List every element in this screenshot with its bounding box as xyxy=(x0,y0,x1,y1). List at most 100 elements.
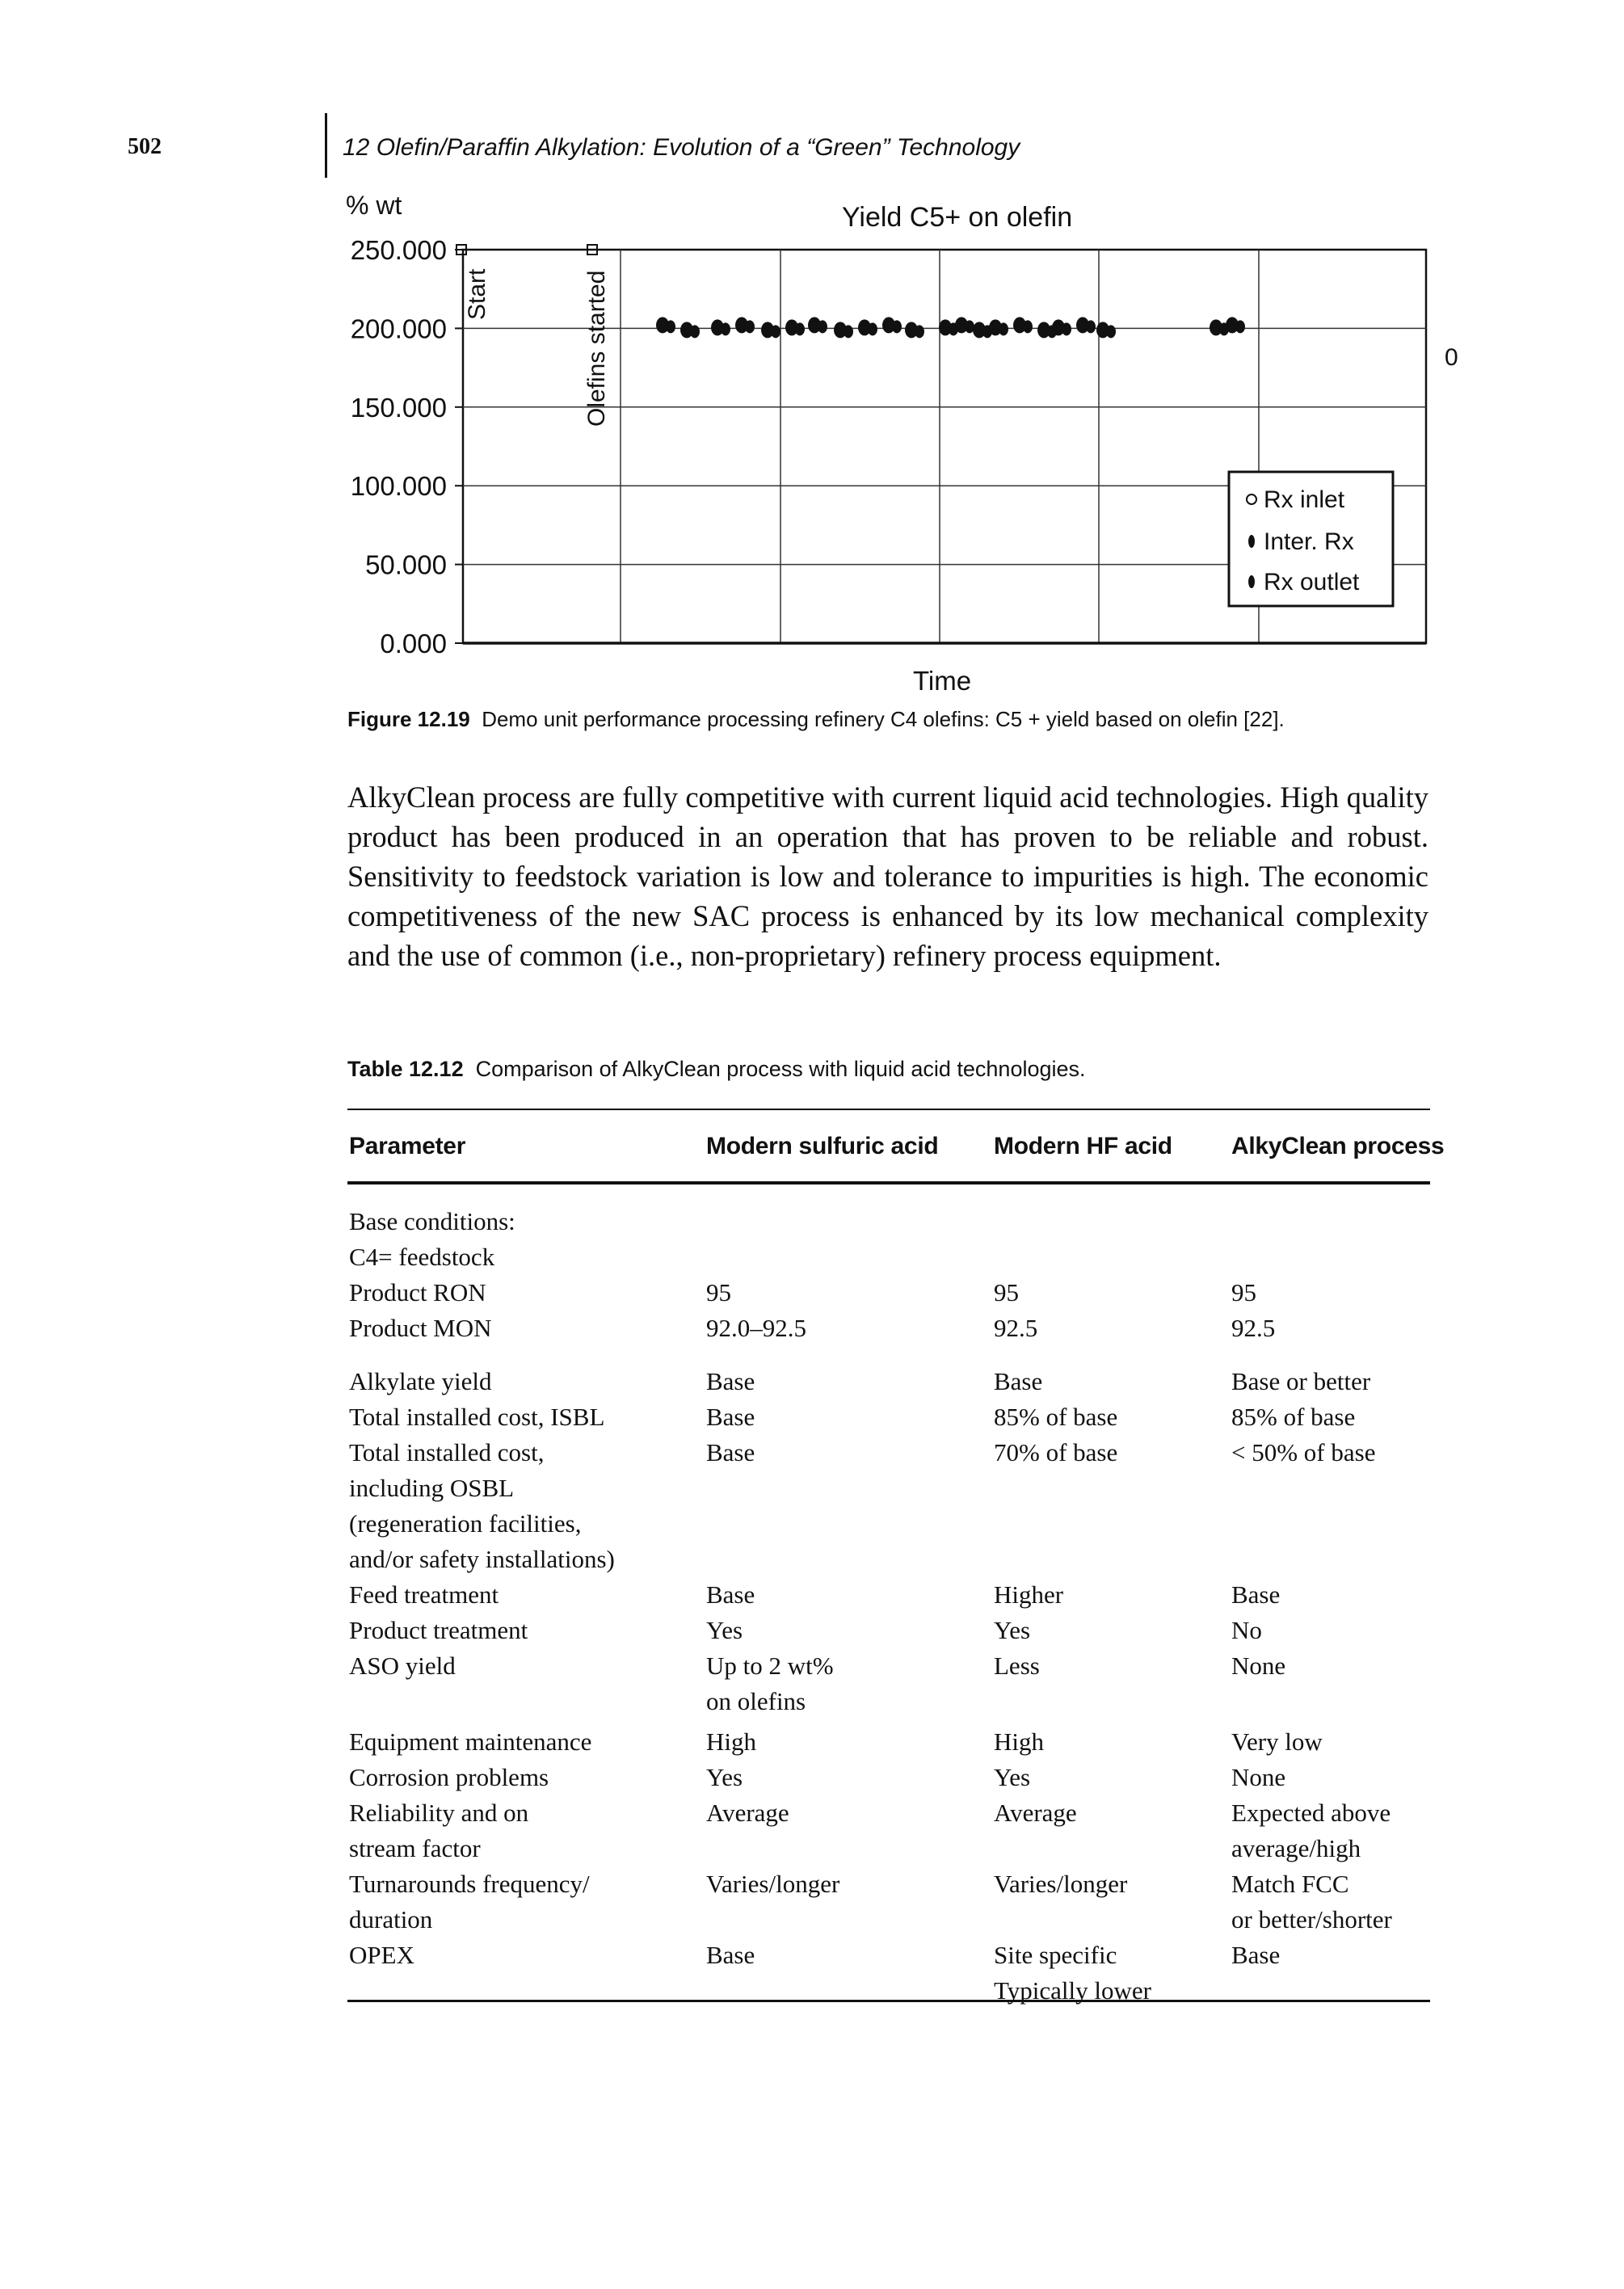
table-cell: Base xyxy=(706,1403,755,1431)
table-cell: 85% of base xyxy=(994,1403,1118,1431)
table-cell: None xyxy=(1231,1652,1286,1680)
data-point xyxy=(711,319,724,336)
data-point xyxy=(1235,320,1245,334)
table-cell: Turnarounds frequency/ duration xyxy=(349,1870,590,1933)
table-cell: High xyxy=(994,1727,1044,1756)
y-axis-unit-label: % wt xyxy=(346,191,402,220)
table-cell: Base xyxy=(1231,1941,1281,1969)
data-point xyxy=(965,320,974,334)
chart-title: Yield C5+ on olefin xyxy=(842,202,1072,233)
table-cell: High xyxy=(706,1727,756,1756)
table-cell: Product treatment xyxy=(349,1616,528,1644)
table-label: Table 12.12 xyxy=(347,1057,464,1081)
table-cell: Less xyxy=(994,1652,1040,1680)
table-cell: Base xyxy=(1231,1580,1281,1609)
data-point xyxy=(785,319,798,336)
data-point xyxy=(721,322,730,336)
table-cell: Base xyxy=(994,1367,1043,1395)
data-point xyxy=(999,322,1008,336)
table-cell: ASO yield xyxy=(349,1652,456,1680)
data-point xyxy=(1062,322,1071,336)
data-point xyxy=(955,317,968,334)
y-tick-label: 150.000 xyxy=(351,393,447,423)
data-point xyxy=(989,319,1002,336)
table-cell: Match FCC or better/shorter xyxy=(1231,1870,1392,1933)
legend-marker-rx-inlet xyxy=(1246,494,1257,505)
table-cell: Up to 2 wt% on olefins xyxy=(706,1652,834,1715)
y-tick-label: 250.000 xyxy=(351,235,447,265)
header-divider xyxy=(325,113,327,178)
legend-marker-inter-rx xyxy=(1248,535,1255,548)
table-cell: Base xyxy=(706,1367,755,1395)
start-marker-box xyxy=(456,244,467,255)
table-cell: Higher xyxy=(994,1580,1064,1609)
table-cell: Base xyxy=(706,1941,755,1969)
olefins-started-marker-box xyxy=(587,244,598,255)
data-point xyxy=(761,322,774,339)
table-cell: None xyxy=(1231,1763,1286,1791)
y-tick-label: 0.000 xyxy=(380,629,447,659)
table-cell: 70% of base xyxy=(994,1438,1118,1466)
data-point xyxy=(882,317,895,334)
table-cell: 95 xyxy=(706,1278,731,1306)
table-cell: Yes xyxy=(706,1763,743,1791)
y-tick-label: 50.000 xyxy=(365,550,447,580)
data-point xyxy=(808,317,821,334)
table-cell: 95 xyxy=(1231,1278,1256,1306)
table-cell: Reliability and on stream factor xyxy=(349,1799,529,1862)
data-point xyxy=(1210,319,1222,336)
table-cell: Base conditions: C4= feedstock xyxy=(349,1207,515,1271)
data-point xyxy=(1052,319,1065,336)
chart-legend: Rx inlet Inter. Rx Rx outlet xyxy=(1227,470,1395,608)
olefins-started-annotation: Olefins started xyxy=(583,271,610,427)
table-cell: Expected above average/high xyxy=(1231,1799,1391,1862)
table-caption: Table 12.12 Comparison of AlkyClean proc… xyxy=(347,1057,1446,1082)
data-point xyxy=(844,325,853,339)
data-point xyxy=(818,320,827,334)
table-cell: 85% of base xyxy=(1231,1403,1356,1431)
table-cell: Product RON xyxy=(349,1278,486,1306)
table-bottom-rule xyxy=(347,2000,1430,2002)
data-point xyxy=(1086,320,1096,334)
table-caption-text: Comparison of AlkyClean process with liq… xyxy=(475,1057,1086,1081)
data-point xyxy=(666,320,675,334)
table-cell: Product MON xyxy=(349,1314,492,1342)
table-cell: Very low xyxy=(1231,1727,1323,1756)
page-number: 502 xyxy=(128,134,162,159)
yield-chart: % wt Yield C5+ on olefin Time 0 250.0002… xyxy=(346,191,1458,696)
data-point xyxy=(1096,322,1109,339)
table-cell: Total installed cost, ISBL xyxy=(349,1403,605,1431)
table-cell: Alkylate yield xyxy=(349,1367,492,1395)
data-point xyxy=(1013,317,1026,334)
table-cell: Base or better xyxy=(1231,1367,1371,1395)
table-cell: 92.5 xyxy=(1231,1314,1276,1342)
x-axis-label: Time xyxy=(913,666,971,696)
table-cell: Total installed cost, including OSBL (re… xyxy=(349,1438,615,1573)
start-annotation: Start xyxy=(464,268,490,320)
data-point xyxy=(795,322,805,336)
data-point xyxy=(771,325,780,339)
table-cell: Average xyxy=(706,1799,789,1827)
data-point xyxy=(745,320,755,334)
y-tick-label: 100.000 xyxy=(351,471,447,501)
legend-label-rx-outlet: Rx outlet xyxy=(1264,569,1360,595)
data-point xyxy=(939,319,952,336)
data-point xyxy=(915,325,924,339)
table-cell: Base xyxy=(706,1580,755,1609)
table-cell: Yes xyxy=(994,1616,1031,1644)
data-point xyxy=(656,317,669,334)
table-cell: Corrosion problems xyxy=(349,1763,549,1791)
header-sulfuric-acid: Modern sulfuric acid xyxy=(706,1133,939,1159)
header-parameter: Parameter xyxy=(349,1133,466,1159)
body-paragraph: AlkyClean process are fully competitive … xyxy=(347,781,1428,972)
table-cell: OPEX xyxy=(349,1941,414,1969)
figure-label: Figure 12.19 xyxy=(347,707,470,731)
data-point xyxy=(858,319,871,336)
header-alkyclean: AlkyClean process xyxy=(1231,1133,1445,1159)
data-point xyxy=(680,322,693,339)
data-point xyxy=(892,320,902,334)
table-cell: 95 xyxy=(994,1278,1019,1306)
running-title: 12 Olefin/Paraffin Alkylation: Evolution… xyxy=(343,134,1020,161)
table-cell: Varies/longer xyxy=(706,1870,840,1898)
data-point xyxy=(1037,322,1050,339)
